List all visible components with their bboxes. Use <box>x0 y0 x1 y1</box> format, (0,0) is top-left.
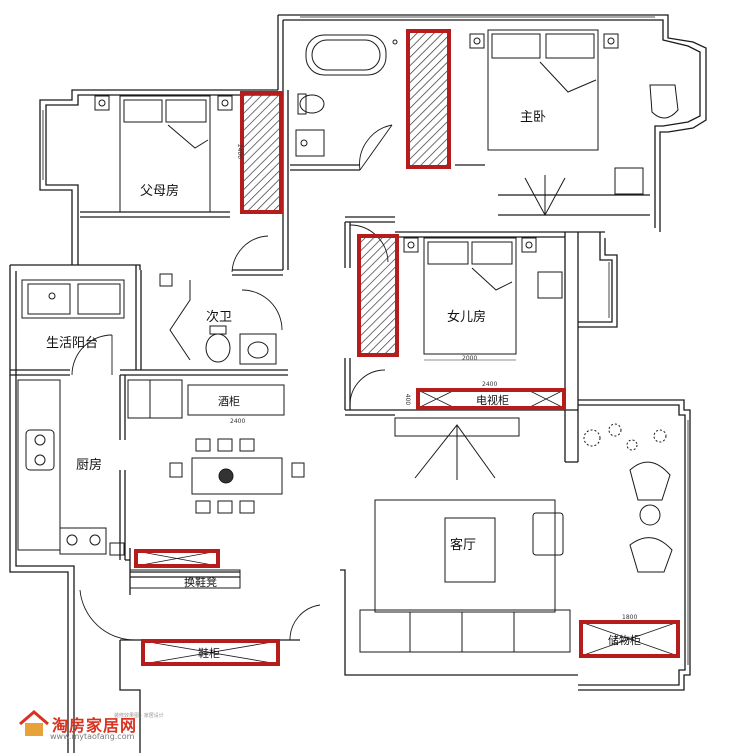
windows <box>42 16 689 665</box>
highlight-tv-cabinet <box>416 388 566 410</box>
master-bedroom <box>469 29 679 217</box>
watermark-tag: 装修效果图 · 家居设计 <box>114 713 164 719</box>
house-logo-icon <box>19 710 49 736</box>
master-bath <box>295 34 398 157</box>
label-second-bath: 次卫 <box>206 310 233 325</box>
label-daughter-room: 女儿房 <box>447 310 487 325</box>
highlight-shoe-cabinet <box>141 639 280 666</box>
watermark-brand: 淘房家居网 <box>52 716 138 735</box>
kitchen-area <box>17 279 183 556</box>
watermark-url: www.mytaofang.com <box>50 732 135 741</box>
label-living-room: 客厅 <box>450 538 477 553</box>
watermark: 淘房家居网 装修效果图 · 家居设计 www.mytaofang.com <box>18 708 168 748</box>
label-parents-room: 父母房 <box>140 184 180 199</box>
highlight-storage-cabinet <box>579 620 680 658</box>
highlight-master-wardrobe <box>406 29 451 169</box>
label-bench: 换鞋凳 <box>184 576 217 589</box>
label-master-bedroom: 主卧 <box>520 110 547 125</box>
interior-walls <box>10 90 650 595</box>
label-wine-cabinet: 酒柜 <box>218 395 240 408</box>
outer-walls <box>9 14 707 753</box>
label-shoe-cabinet: 鞋柜 <box>198 647 220 660</box>
label-tv-cabinet: 电视柜 <box>476 394 509 407</box>
dim-wine-wall: 2400 <box>230 418 246 425</box>
label-storage-cabinet: 储物柜 <box>608 634 641 647</box>
dim-tv-wall: 2400 <box>482 381 498 388</box>
highlight-daughter-wardrobe <box>357 234 399 357</box>
dim-storage-wall: 1800 <box>622 614 638 621</box>
dim-daughter-bed: 2000 <box>462 355 478 362</box>
dining-set <box>129 384 305 589</box>
highlight-parents-wardrobe <box>240 91 283 214</box>
highlight-kitchen-cabinet <box>134 549 220 568</box>
second-bath <box>159 273 277 365</box>
daughter-room <box>403 237 563 361</box>
dim-tv-side: 400 <box>404 393 412 406</box>
label-laundry: 生活阳台 <box>46 336 99 351</box>
door-swings <box>71 124 393 641</box>
dim-parents-wardrobe: 2400 <box>236 143 244 160</box>
living-room-furniture <box>359 417 673 653</box>
label-kitchen: 厨房 <box>76 458 103 473</box>
parents-room <box>94 95 233 213</box>
